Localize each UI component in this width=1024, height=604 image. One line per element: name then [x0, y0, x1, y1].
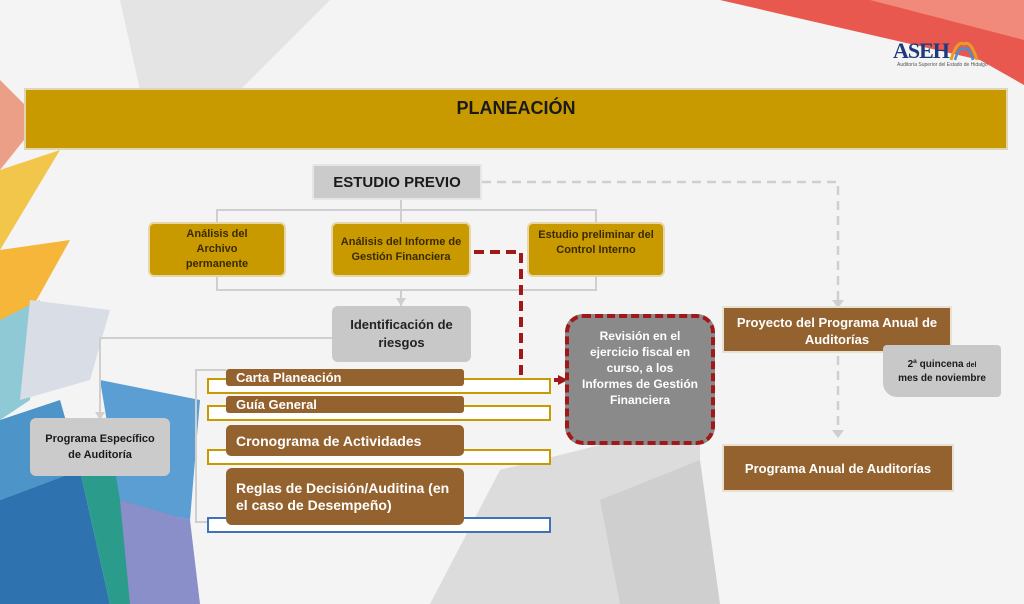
aseh-logo: ASEH Auditoría Superior del Estado de Hi… — [893, 38, 993, 80]
quincena-line-2: mes de noviembre — [898, 372, 986, 384]
title-banner: PLANEACIÓN — [24, 88, 1008, 150]
revision-informes-box: Revisión en el ejercicio fiscal en curso… — [565, 314, 715, 445]
proyecto-programa-anual-box: Proyecto del Programa Anual de Auditoría… — [722, 306, 952, 353]
list-item-label: Guía General — [236, 397, 317, 412]
list-item-reglas-decision: Reglas de Decisión/Auditina (en el caso … — [226, 468, 464, 525]
quincena-line-1: 2ª quincena del — [908, 358, 977, 372]
list-item-label: Reglas de Decisión/Auditina (en el caso … — [236, 479, 450, 513]
list-item-label: Cronograma de Actividades — [236, 432, 422, 449]
page-title: PLANEACIÓN — [456, 98, 576, 118]
revision-informes-label: Revisión en el ejercicio fiscal en curso… — [581, 329, 699, 407]
analisis-archivo-label: Análisis del Archivo permanente — [185, 228, 249, 270]
identificacion-riesgos-box: Identificación de riesgos — [332, 306, 471, 362]
proyecto-programa-anual-label: Proyecto del Programa Anual de Auditoría… — [736, 315, 938, 347]
estudio-previo-box: ESTUDIO PREVIO — [312, 164, 482, 200]
quincena-small: del — [966, 361, 977, 369]
logo-subtitle: Auditoría Superior del Estado de Hidalgo — [897, 62, 988, 68]
analisis-informe-box: Análisis del Informe de Gestión Financie… — [331, 222, 471, 277]
logo-book-icon — [949, 41, 979, 61]
fecha-quincena-note: 2ª quincena del mes de noviembre — [883, 345, 1001, 397]
identificacion-riesgos-label: Identificación de riesgos — [350, 317, 453, 350]
programa-especifico-box: Programa Específico de Auditoría — [30, 418, 170, 476]
quincena-main: 2ª quincena — [907, 358, 964, 370]
programa-especifico-label: Programa Específico de Auditoría — [45, 433, 155, 461]
list-item-guia-general: Guía General — [226, 396, 464, 413]
programa-anual-box: Programa Anual de Auditorías — [722, 444, 954, 492]
analisis-informe-label: Análisis del Informe de Gestión Financie… — [340, 235, 462, 263]
logo-name: ASEH — [893, 38, 950, 63]
list-item-carta-planeacion: Carta Planeación — [226, 369, 464, 386]
programa-anual-label: Programa Anual de Auditorías — [744, 460, 932, 476]
estudio-previo-label: ESTUDIO PREVIO — [333, 173, 461, 191]
list-item-label: Carta Planeación — [236, 370, 342, 385]
estudio-control-interno-box: Estudio preliminar del Control Interno — [527, 222, 665, 277]
estudio-control-interno-label: Estudio preliminar del Control Interno — [538, 229, 654, 256]
analisis-archivo-box: Análisis del Archivo permanente — [148, 222, 286, 277]
list-item-cronograma: Cronograma de Actividades — [226, 425, 464, 456]
